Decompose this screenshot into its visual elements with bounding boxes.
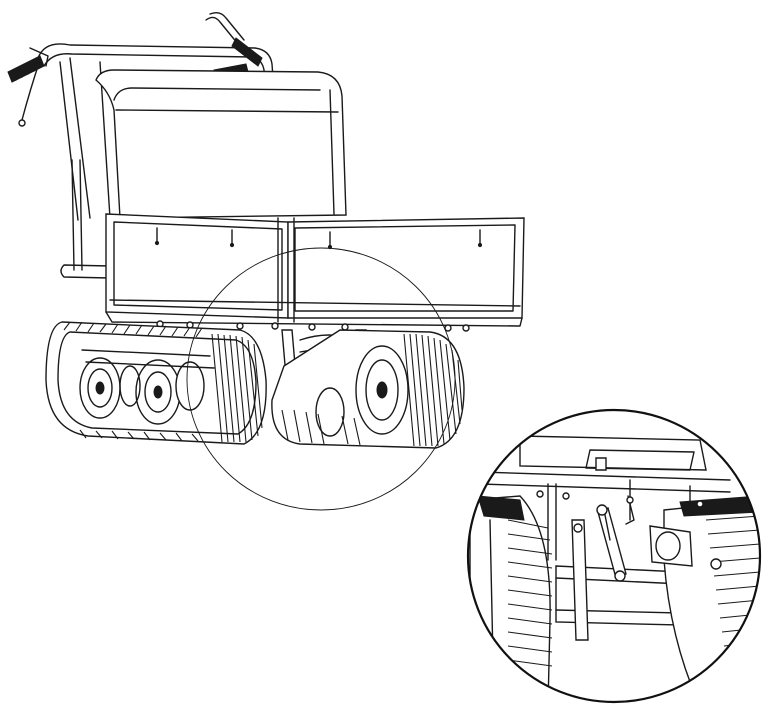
detail-callout-circle [186, 247, 456, 511]
inset-bolts [536, 490, 704, 508]
engine-hood [95, 69, 347, 219]
left-track-wheels [79, 349, 215, 425]
cargo-bed [105, 213, 525, 332]
inset-hydraulic-cylinder [596, 504, 627, 582]
right-track-cleats [281, 333, 463, 447]
detail-inset [466, 408, 762, 704]
left-track-cleats [63, 321, 263, 443]
right-track [271, 329, 465, 449]
left-grip [7, 47, 49, 127]
left-track [45, 321, 267, 445]
